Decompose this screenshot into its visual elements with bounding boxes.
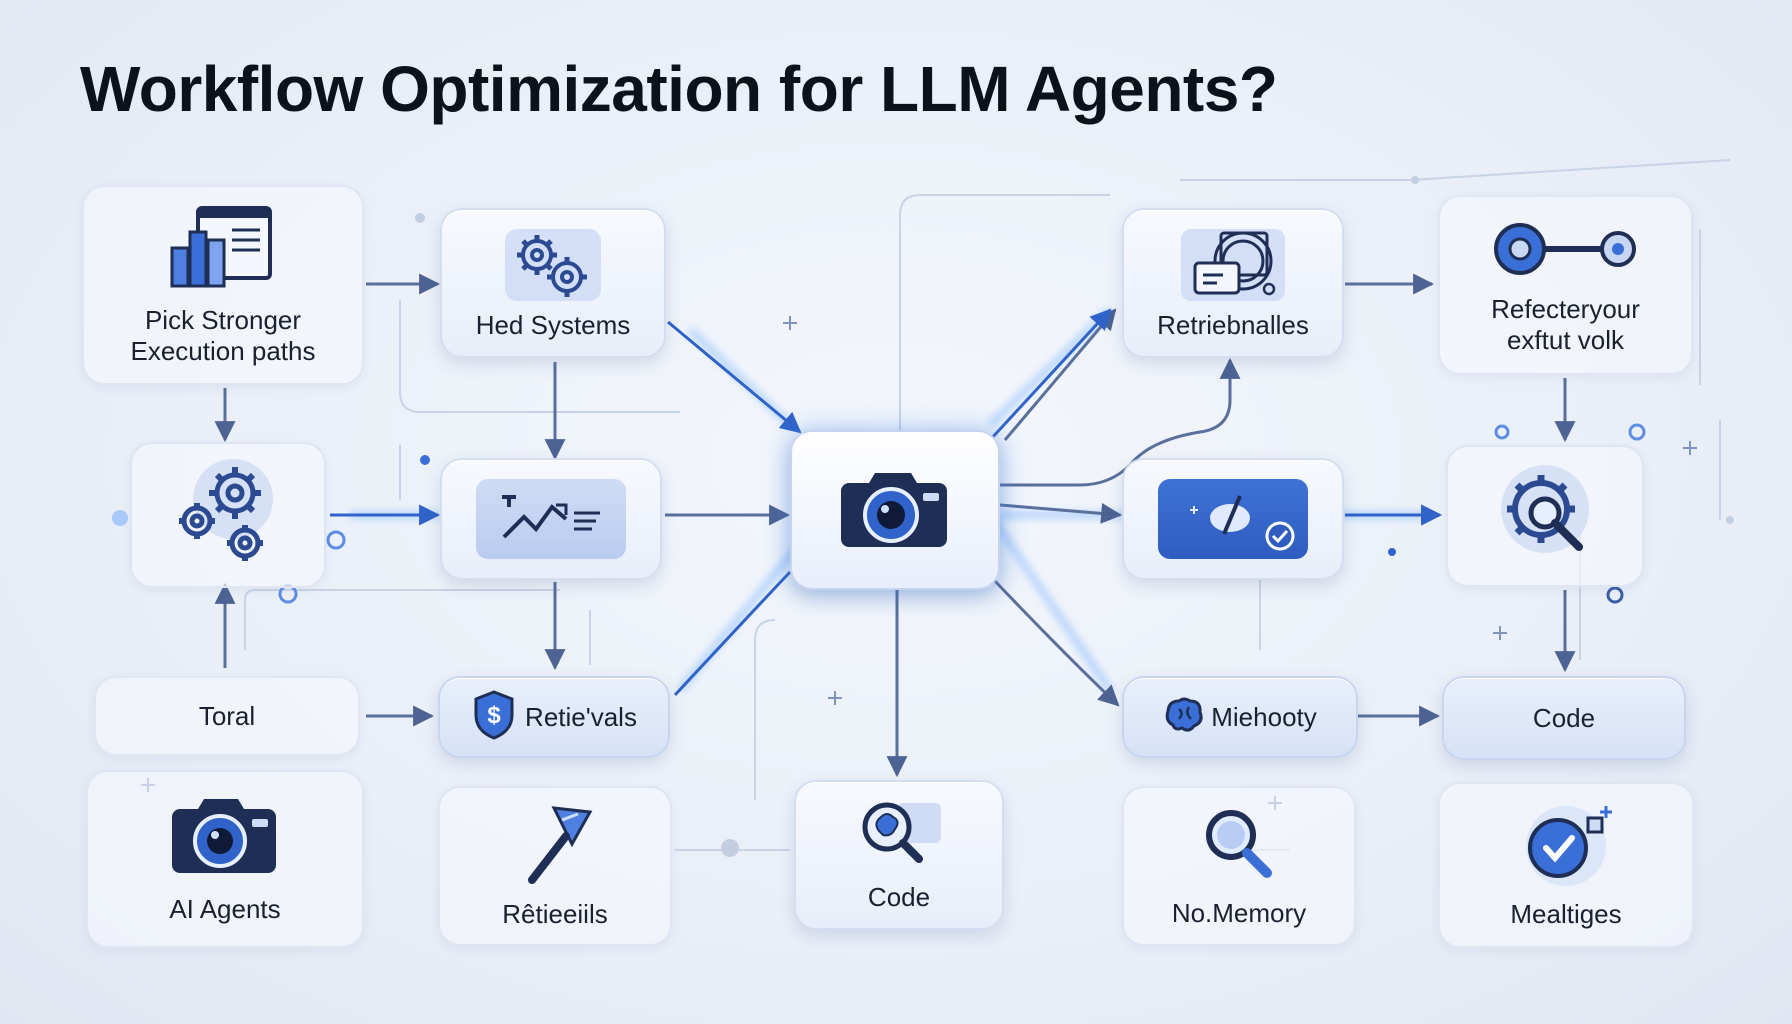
key-gear-icon xyxy=(1486,215,1646,290)
shield-check-icon xyxy=(1506,800,1626,895)
page-title: Workflow Optimization for LLM Agents? xyxy=(80,53,1278,125)
node-toral[interactable]: Toral xyxy=(94,676,360,756)
highlight-connectors xyxy=(330,308,1443,697)
shield-dollar-icon: $ xyxy=(471,689,517,746)
camera-icon xyxy=(166,793,284,882)
node-retieeiils-label: Rêtieeiils xyxy=(502,899,608,929)
node-code-bottom[interactable]: Code xyxy=(794,780,1004,930)
node-miehooty[interactable]: Miehooty xyxy=(1122,676,1358,758)
node-no-memory[interactable]: No.Memory xyxy=(1122,786,1356,946)
gears-icon xyxy=(493,225,613,310)
node-mealtiges-label: Mealtiges xyxy=(1510,899,1622,929)
chart-panel-icon xyxy=(496,489,606,550)
blue-check-panel xyxy=(1158,479,1308,559)
gear-search-icon xyxy=(1485,459,1605,574)
chart-monitor-icon xyxy=(168,204,278,299)
node-retievals[interactable]: $ Retie'vals xyxy=(438,676,670,758)
node-retriebnalles[interactable]: Retriebnalles xyxy=(1122,208,1344,358)
chart-panel xyxy=(476,479,626,559)
node-mealtiges[interactable]: Mealtiges xyxy=(1438,782,1694,948)
brain-icon xyxy=(1163,695,1205,740)
node-miehooty-label: Miehooty xyxy=(1211,701,1317,732)
magnifier-brain-icon xyxy=(849,797,949,878)
blue-check-panel-icon xyxy=(1168,482,1298,557)
node-no-memory-label: No.Memory xyxy=(1171,898,1307,928)
node-retieeiils[interactable]: Rêtieeiils xyxy=(438,786,672,946)
node-retievals-label: Retie'vals xyxy=(525,701,637,732)
node-retriebnalles-label: Retriebnalles xyxy=(1157,310,1309,340)
svg-text:$: $ xyxy=(487,702,501,729)
node-hed-systems-label: Hed Systems xyxy=(475,310,631,340)
node-refecteryour-label: Refecteryour exftut volk xyxy=(1491,293,1640,355)
node-chart-panel[interactable] xyxy=(440,458,662,580)
magnifier-icon xyxy=(1197,803,1281,888)
node-pick-stronger-label: Pick Stronger Execution paths xyxy=(130,304,316,366)
camera-icon xyxy=(835,465,955,556)
node-gears[interactable] xyxy=(130,442,326,588)
node-refecteryour[interactable]: Refecteryour exftut volk xyxy=(1438,195,1693,375)
node-ai-agents-label: AI Agents xyxy=(169,894,281,924)
node-hed-systems[interactable]: Hed Systems xyxy=(440,208,666,358)
card-rings-icon xyxy=(1173,225,1293,310)
hammer-icon xyxy=(510,802,600,891)
node-code-bottom-label: Code xyxy=(867,882,931,912)
decor-dots xyxy=(112,423,1646,604)
gears-icon xyxy=(163,453,293,578)
node-gear-search[interactable] xyxy=(1446,445,1644,587)
node-pick-stronger[interactable]: Pick Stronger Execution paths xyxy=(82,185,364,385)
node-code-bar[interactable]: Code xyxy=(1442,676,1686,760)
node-toral-label: Toral xyxy=(198,700,256,731)
node-hub[interactable] xyxy=(790,430,1000,590)
node-code-bar-label: Code xyxy=(1532,702,1596,733)
node-blue-panel[interactable] xyxy=(1122,458,1344,580)
node-ai-agents[interactable]: AI Agents xyxy=(86,770,364,948)
